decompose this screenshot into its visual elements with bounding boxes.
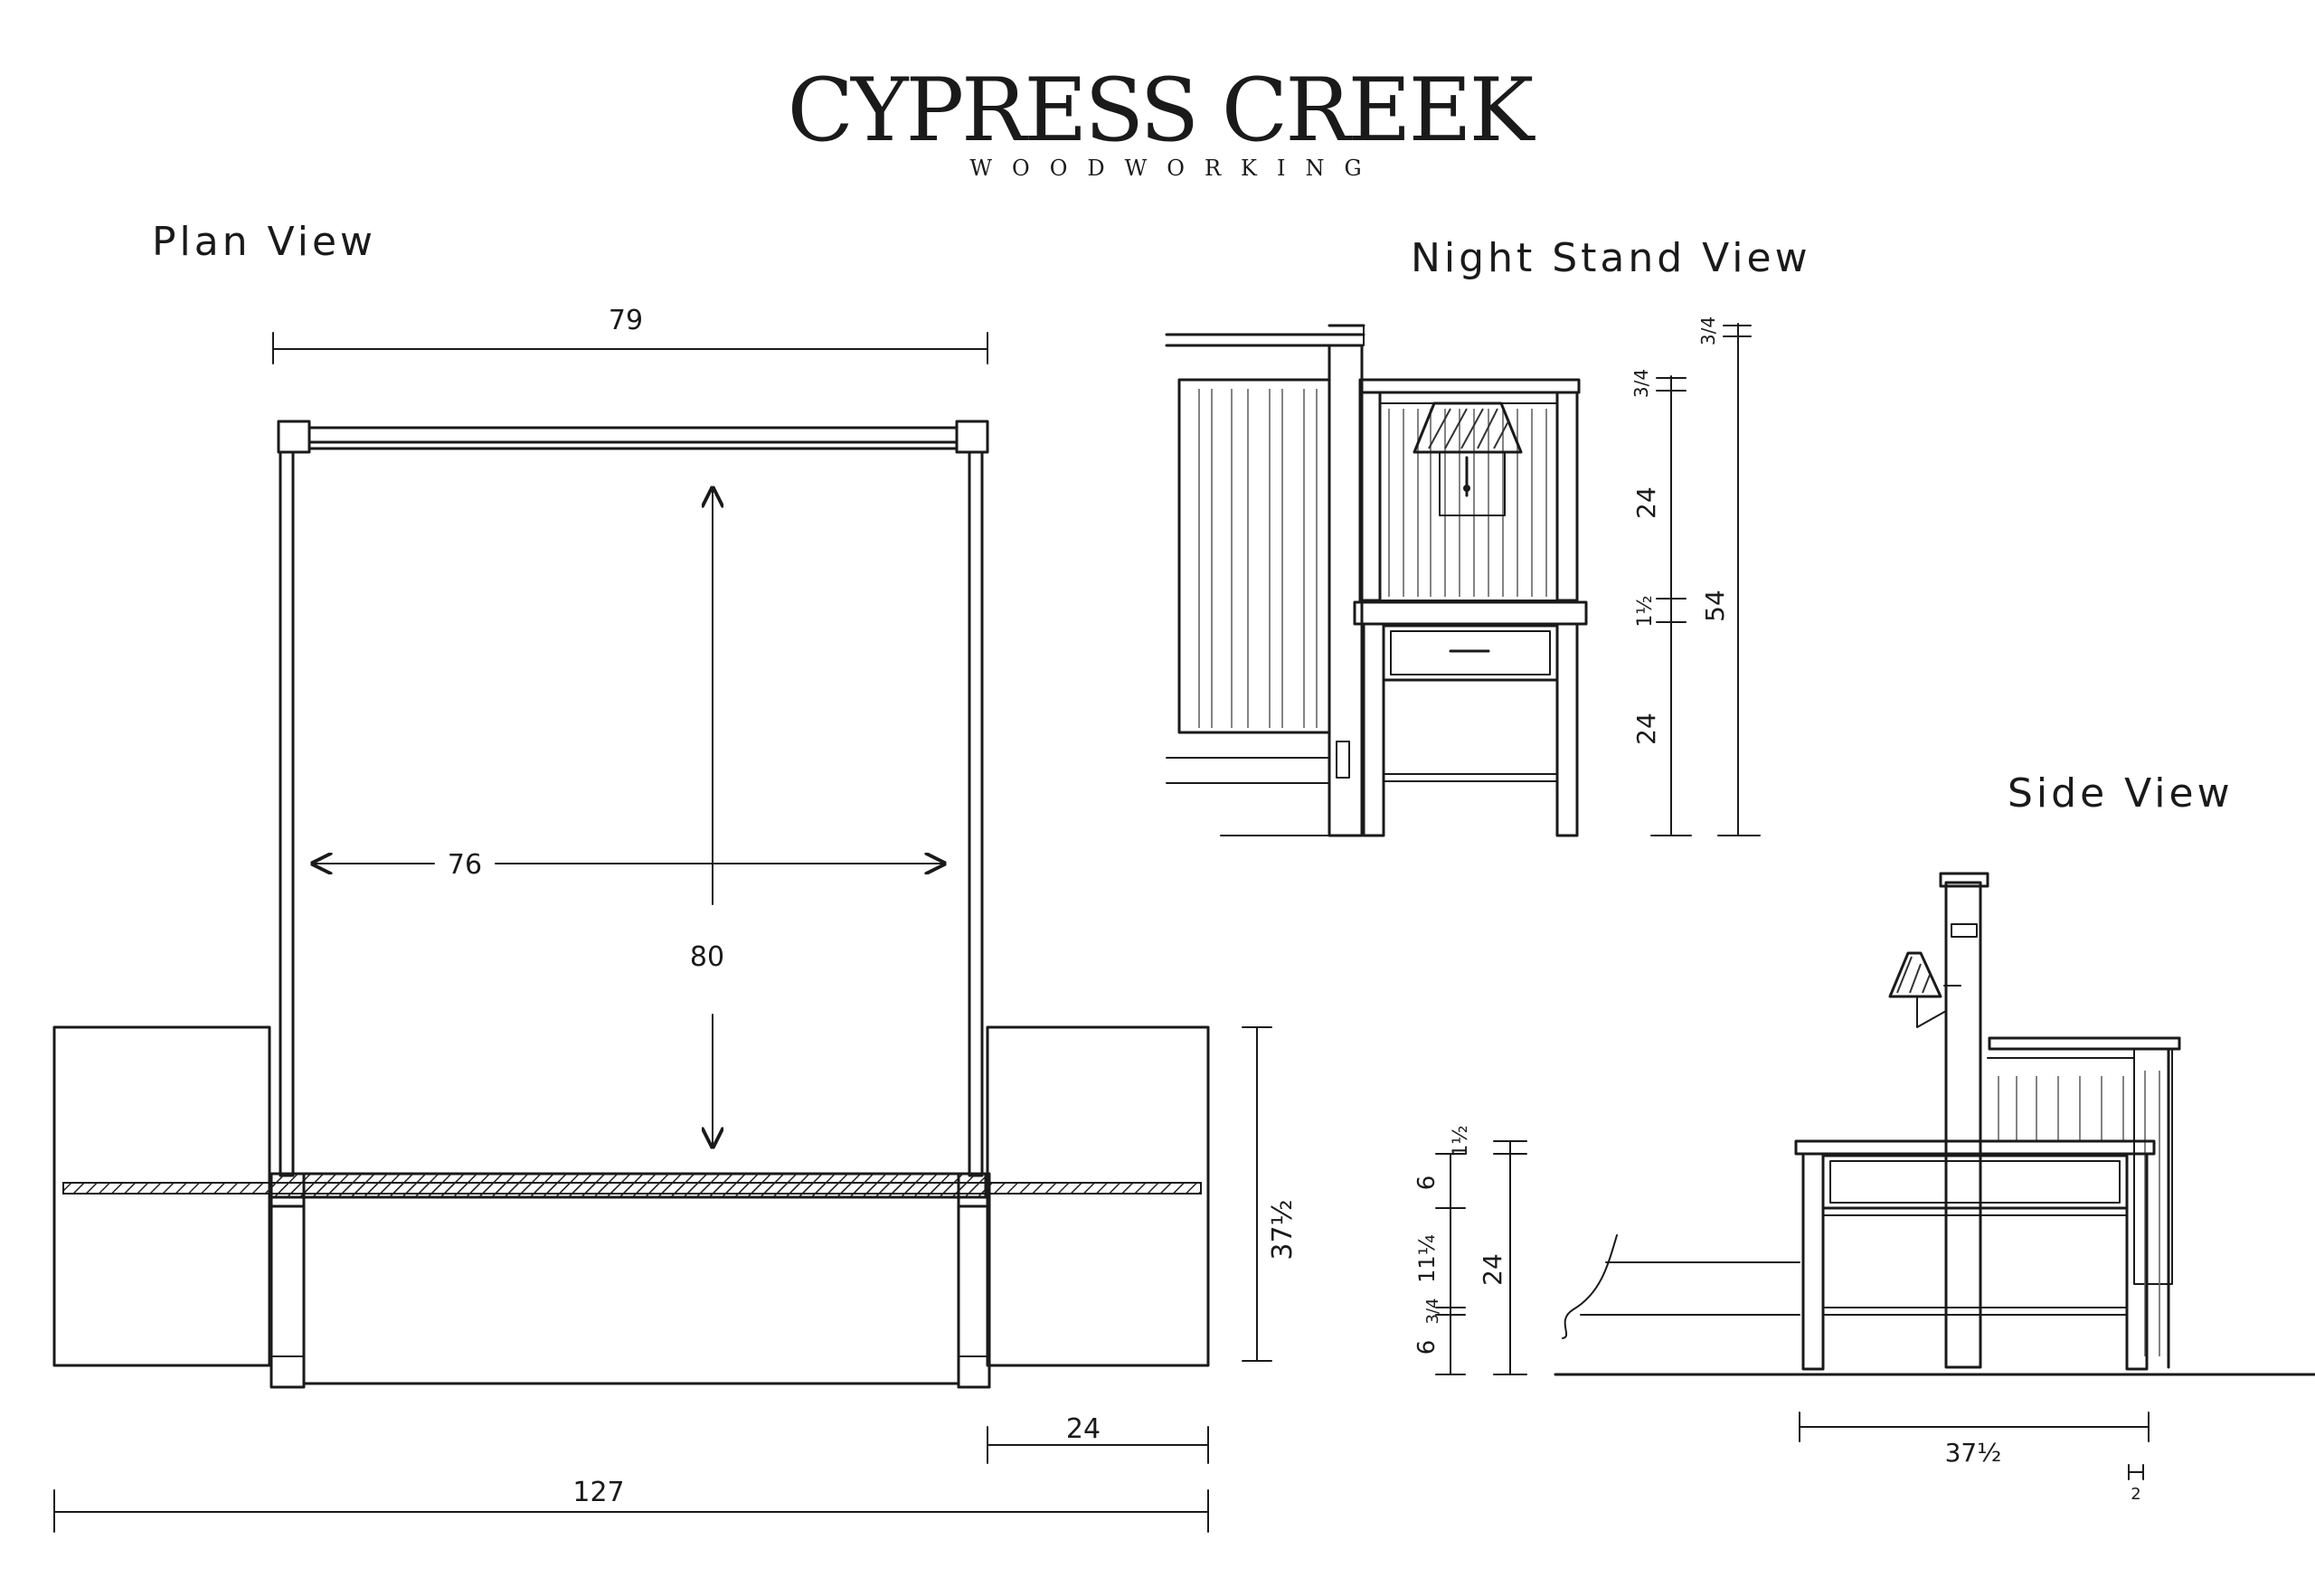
bed-post-top-left [277, 420, 311, 454]
foot-post-right [957, 1204, 991, 1389]
lamp-icon [1413, 401, 1523, 516]
logo-tagline: WOODWORKING [969, 156, 1381, 181]
side-post [1944, 881, 1982, 1369]
dim-label-76: 76 [448, 849, 482, 881]
dim-label-79: 79 [609, 305, 643, 336]
nightstand-left-plan [52, 1025, 271, 1367]
headboard-rail [307, 426, 959, 444]
dim-label-side-mid: 11¼ [1414, 1234, 1440, 1283]
plan-view-title: Plan View [152, 219, 376, 265]
stand-top [1353, 600, 1588, 626]
dim-label-side-top: 1½ [1450, 1125, 1472, 1157]
headboard-band-center [269, 1172, 987, 1199]
dim-label-upper-24: 24 [1631, 486, 1661, 519]
dim-label-side-base: 6 [1413, 1340, 1441, 1355]
headboard-panel [1177, 378, 1331, 734]
hutch-top [1358, 378, 1581, 394]
logo-name: CYPRESS CREEK [788, 60, 1536, 161]
plan-view: Plan View 79 76 80 [52, 219, 1299, 1533]
nightstand-view: Night Stand View [1165, 235, 1811, 837]
nightstand-right-plan [986, 1025, 1210, 1367]
dim-label-side-drawer: 6 [1413, 1176, 1441, 1191]
dim-label-24-plan: 24 [1066, 1413, 1101, 1445]
dim-label-side-rail: 3/4 [1423, 1299, 1442, 1325]
nightstand-view-title: Night Stand View [1411, 235, 1811, 281]
dim-label-shelf: 1½ [1634, 595, 1657, 627]
bed-post-top-right [955, 420, 989, 454]
side-rail-right [968, 450, 984, 1177]
side-lamp-icon [1888, 951, 1961, 1028]
side-view: Side View [1413, 770, 2315, 1504]
dim-label-side-height: 24 [1478, 1253, 1507, 1286]
dim-label-post: 2 [2131, 1485, 2140, 1504]
dim-label-80: 80 [690, 941, 724, 973]
dim-label-54: 54 [1700, 590, 1730, 622]
dim-label-side-depth: 37½ [1945, 1438, 2002, 1468]
foot-post-left [269, 1204, 306, 1389]
side-stand-top [1794, 1139, 2156, 1156]
dim-label-127: 127 [572, 1477, 624, 1508]
stand-drawer [1382, 624, 1559, 682]
dim-label-stand-cap: 3/4 [1630, 369, 1652, 398]
side-rail-left [279, 450, 295, 1177]
dim-label-37-5: 37½ [1267, 1199, 1299, 1260]
side-view-title: Side View [2008, 770, 2234, 817]
dim-label-lower-24: 24 [1631, 713, 1661, 745]
logo: CYPRESS CREEK WOODWORKING [788, 60, 1539, 181]
dim-label-top-cap: 3/4 [1697, 316, 1719, 345]
side-stand-drawer [1821, 1154, 2129, 1210]
headboard-post [1328, 344, 1364, 837]
